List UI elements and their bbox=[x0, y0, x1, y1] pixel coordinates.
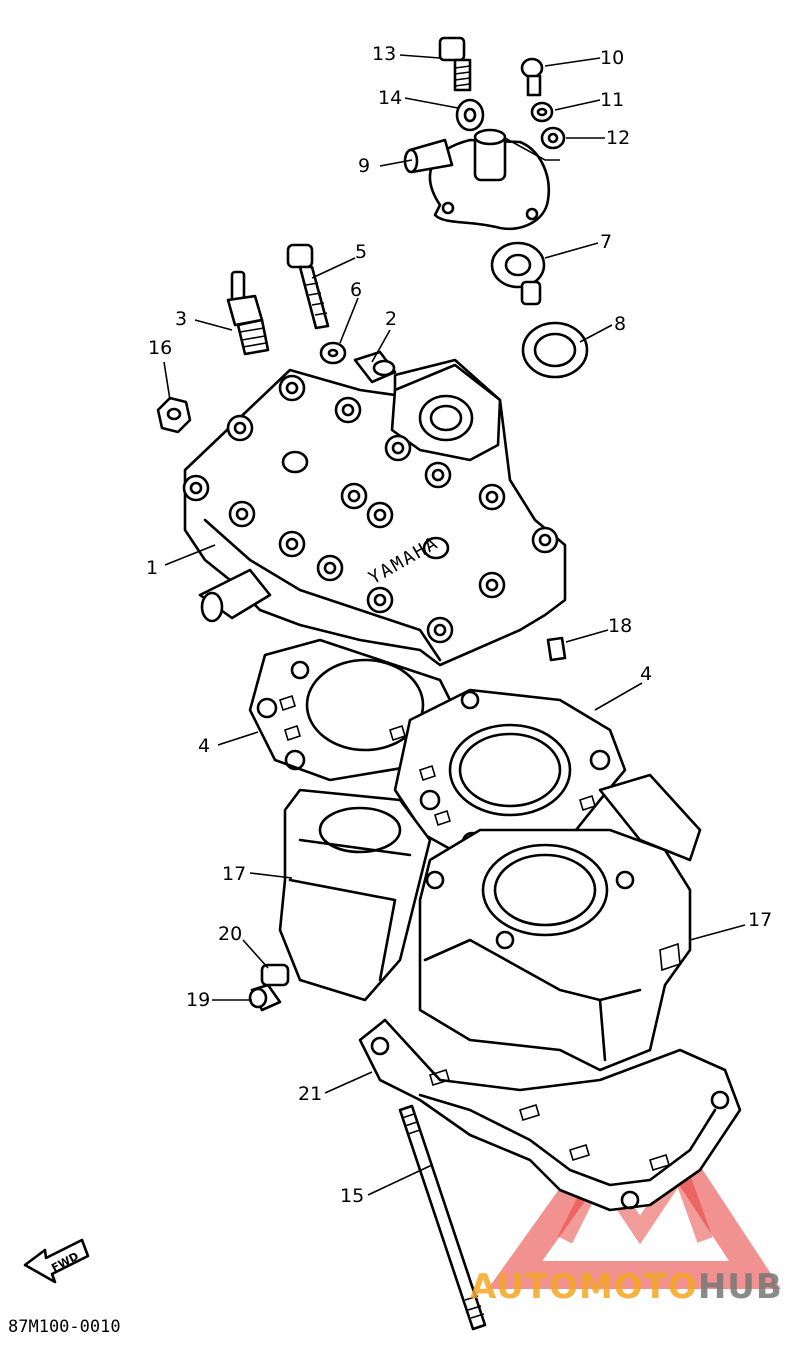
part-bolt-13 bbox=[438, 36, 472, 92]
watermark-part2: HUB bbox=[698, 1267, 783, 1307]
part-cylinder-head-1: YAMAHA bbox=[182, 358, 567, 667]
part-washer-12 bbox=[540, 126, 566, 150]
part-cylinder-17-left bbox=[278, 788, 432, 1002]
part-washer-6 bbox=[319, 341, 347, 365]
svg-text:AUTOMOTOHUB: AUTOMOTOHUB bbox=[470, 1267, 783, 1307]
part-pin-2 bbox=[353, 350, 397, 384]
callout-16: 16 bbox=[148, 337, 172, 359]
callout-21: 21 bbox=[298, 1083, 322, 1105]
part-fitting-19 bbox=[248, 983, 282, 1012]
fwd-arrow: FWD bbox=[23, 1238, 90, 1284]
callout-4-left: 4 bbox=[198, 735, 210, 757]
watermark-part1: AUTOMOTO bbox=[470, 1267, 698, 1307]
part-dowel-pin-18 bbox=[546, 636, 567, 662]
callout-17-left: 17 bbox=[222, 863, 246, 885]
callout-9: 9 bbox=[358, 155, 370, 177]
callout-11: 11 bbox=[600, 89, 624, 111]
diagram-code: 87M100-0010 bbox=[8, 1317, 121, 1337]
part-spark-plug-3 bbox=[226, 270, 270, 356]
callout-10: 10 bbox=[600, 47, 624, 69]
part-head-gasket-4-right bbox=[393, 688, 627, 862]
part-gasket-8 bbox=[521, 321, 589, 379]
part-fitting-20 bbox=[260, 963, 290, 987]
part-washer-11 bbox=[530, 101, 554, 123]
callout-8: 8 bbox=[614, 313, 626, 335]
callout-13: 13 bbox=[372, 43, 396, 65]
callout-7: 7 bbox=[600, 231, 612, 253]
watermark-text: AUTOMOTOHUB bbox=[470, 1267, 783, 1307]
leader-lines bbox=[163, 54, 746, 1196]
callout-20: 20 bbox=[218, 923, 242, 945]
callout-3: 3 bbox=[175, 308, 187, 330]
part-stud-15 bbox=[398, 1104, 487, 1331]
part-thermostat-cover bbox=[403, 128, 560, 231]
callout-4-right: 4 bbox=[640, 663, 652, 685]
callout-1: 1 bbox=[146, 557, 158, 579]
callout-2: 2 bbox=[385, 308, 397, 330]
part-washer-14 bbox=[455, 98, 485, 132]
part-base-gasket-21 bbox=[358, 1018, 742, 1212]
callout-17-right: 17 bbox=[748, 909, 772, 931]
callout-15: 15 bbox=[340, 1185, 364, 1207]
part-thermostat-7 bbox=[490, 241, 546, 306]
part-stud-bolt-5 bbox=[286, 243, 330, 330]
part-cylinder-17-right bbox=[418, 773, 702, 1072]
part-bolt-10 bbox=[520, 57, 544, 97]
callout-14: 14 bbox=[378, 87, 402, 109]
callout-12: 12 bbox=[606, 127, 630, 149]
callout-labels: 1 2 3 4 4 5 6 7 8 9 10 11 12 13 14 15 16… bbox=[146, 43, 772, 1207]
callout-19: 19 bbox=[186, 989, 210, 1011]
part-nut-16 bbox=[156, 396, 192, 434]
callout-6: 6 bbox=[350, 279, 362, 301]
callout-18: 18 bbox=[608, 615, 632, 637]
callout-5: 5 bbox=[355, 241, 367, 263]
